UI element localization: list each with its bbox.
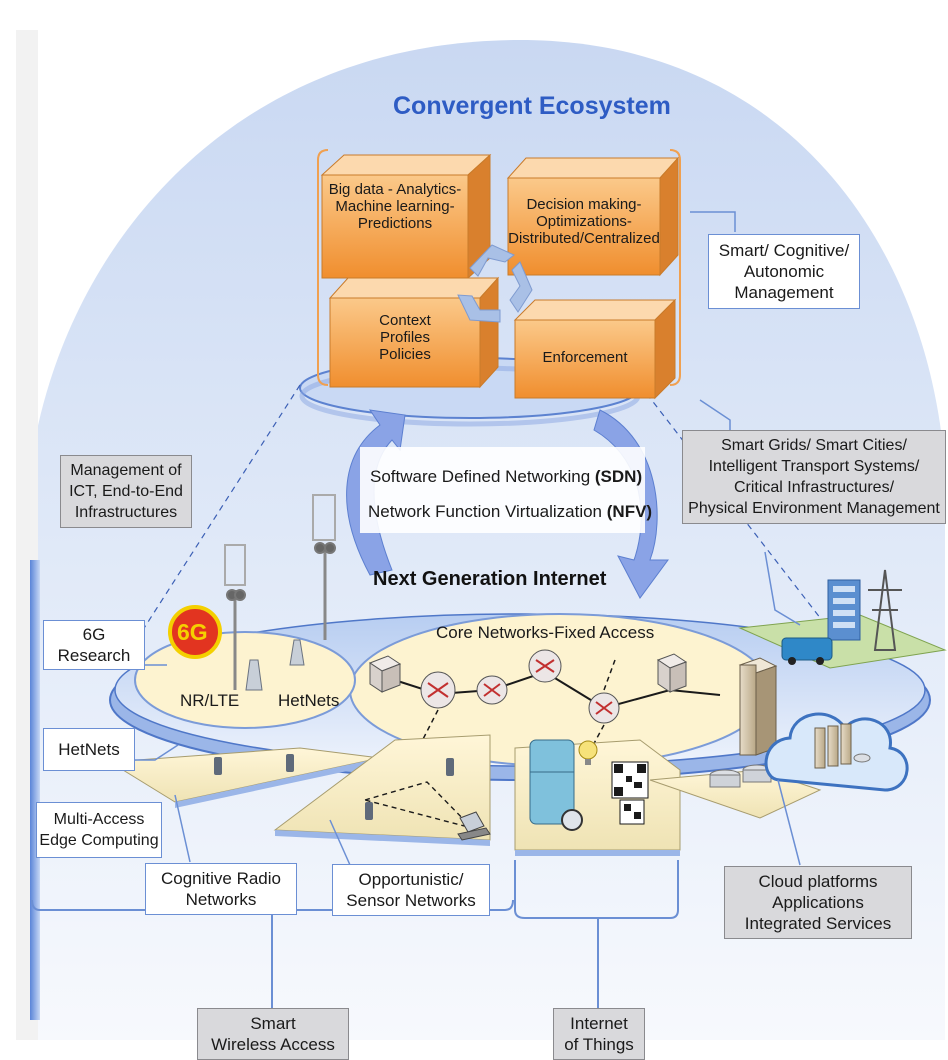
recycle-icon [457,244,533,323]
dashed-line [129,384,301,651]
connector [690,211,736,232]
city-icon [738,569,947,669]
ran-disk [134,631,356,729]
core-link-dashed [419,709,439,746]
smart-grids-box: Smart Grids/ Smart Cities/Intelligent Tr… [682,430,946,524]
fridge-icon [529,739,575,825]
sensor-triangle [362,781,475,830]
platform-hetnets-edge [175,758,380,808]
cube-bigdata [320,153,492,280]
database-icon [709,764,772,788]
next-gen-title: Next Generation Internet [373,568,607,590]
bracket-right [669,149,681,386]
ecosystem-title: Convergent Ecosystem [393,92,671,120]
hetnets-box: HetNets [43,728,135,771]
nr-lte-label: NR/LTE [180,691,240,710]
connector [174,794,191,863]
qr-icon [611,761,649,825]
6g-badge [168,605,222,659]
switch-icon [368,655,402,693]
cube-decision [506,156,680,277]
phone-icon [214,754,454,820]
watch-icon [561,809,583,831]
cloud-icon [764,712,909,792]
cube-decision-label: Decision making-Optimizations-Distribute… [508,196,660,247]
connector [135,744,179,761]
router-icon [420,671,456,709]
sdn-panel [360,447,645,533]
left-accent [30,560,40,1020]
connector [777,779,801,866]
bracket-left [317,149,329,386]
connector [329,819,351,866]
cube-enforcement [513,298,677,400]
cube-enforcement-label: Enforcement [542,349,628,366]
cube-context [328,276,500,389]
router-icon [528,649,562,683]
platform-iot-edge [515,850,680,856]
server-rack-icon [738,657,778,756]
opportunistic-box: Opportunistic/Sensor Networks [332,864,490,916]
router-icon [476,675,508,705]
laptop-icon [457,811,491,841]
core-label: Core Networks-Fixed Access [436,623,655,642]
tower-icon [312,494,336,640]
6g-badge-label: 6G [177,619,208,645]
bulb-icon [578,740,598,765]
cube-bigdata-label: Big data - Analytics-Machine learning-Pr… [328,181,462,232]
platform-opportunistic-edge [275,830,490,846]
nfv-label: Network Function Virtualization (NFV) [368,502,653,521]
connector [764,551,801,626]
tower-icon [224,544,246,690]
hetnets-disk-label: HetNets [278,691,340,710]
connector [699,399,731,430]
sdn-label: Software Defined Networking (SDN) [370,467,643,486]
router-icon [588,692,620,724]
switch-icon [656,653,688,693]
